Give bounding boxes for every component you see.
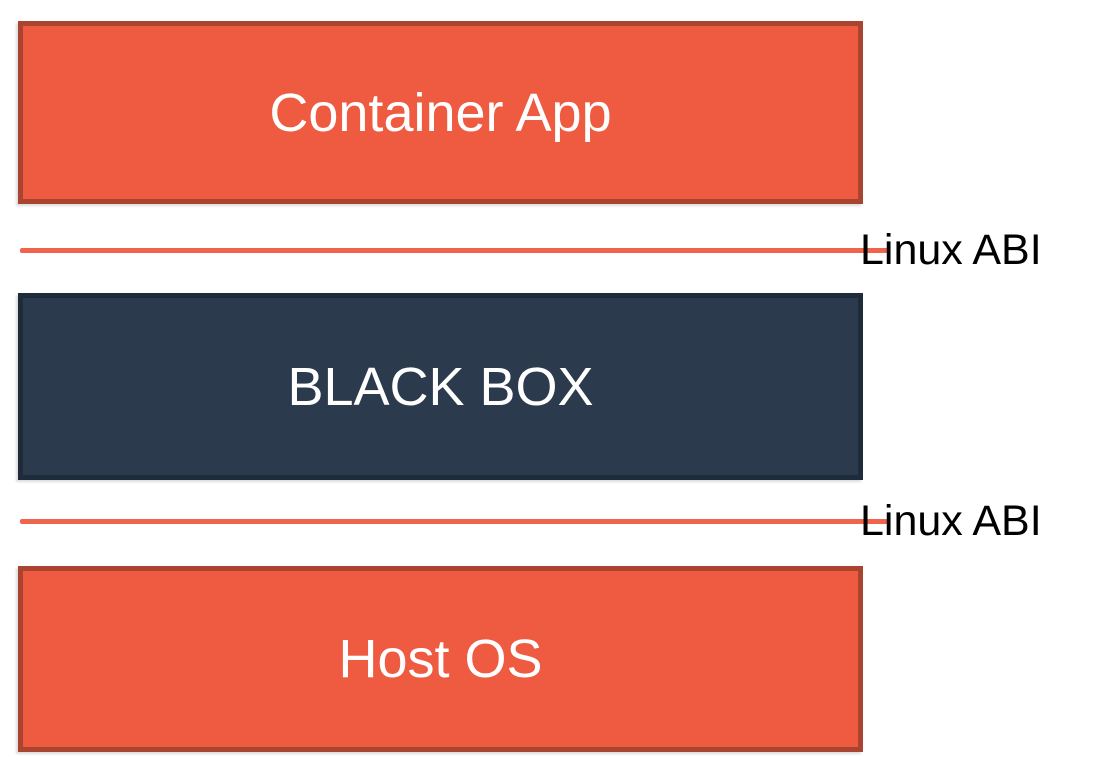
- host-os-label: Host OS: [338, 629, 543, 689]
- linux-abi-line-top: [20, 248, 890, 253]
- black-box-label: BLACK BOX: [287, 356, 594, 417]
- linux-abi-label-top: Linux ABI: [860, 226, 1042, 274]
- linux-abi-label-bottom: Linux ABI: [860, 497, 1042, 545]
- container-app-label: Container App: [269, 82, 612, 143]
- container-app-box: Container App: [18, 21, 863, 204]
- black-box: BLACK BOX: [18, 293, 863, 480]
- host-os-box: Host OS: [18, 566, 863, 752]
- linux-abi-line-bottom: [20, 519, 890, 524]
